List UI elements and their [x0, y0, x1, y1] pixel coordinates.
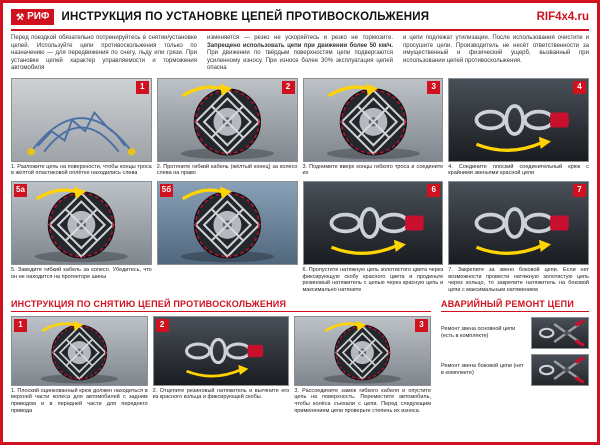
intro-col-2-pre: изменяется — резко не ускоряйтесь и резк… — [207, 35, 393, 41]
intro-speed-warning: Запрещено использовать цепи при движении… — [207, 42, 393, 49]
chain-links-closeup-illustration — [154, 317, 289, 385]
rif-logo: ⚒ РИФ — [11, 9, 55, 25]
removal-photo-2: 2 — [152, 315, 290, 386]
step-photo-4: 4 — [448, 77, 589, 162]
step-badge-2: 2 — [281, 80, 295, 94]
pliers-icon — [532, 355, 588, 385]
page-title: ИНСТРУКЦИЯ ПО УСТАНОВКЕ ЦЕПЕЙ ПРОТИВОСКО… — [61, 11, 430, 23]
step-caption-1: 1. Разложите цепь на поверхности, чтобы … — [11, 163, 152, 177]
removal-badge-1: 1 — [14, 318, 27, 332]
tire-chain-illustration — [12, 182, 151, 264]
tire-chain-illustration — [304, 79, 443, 161]
step-badge-5a: 5а — [14, 183, 27, 197]
removal-step-2: 2 2. Отцепите резиновый натяжитель и выт… — [152, 315, 290, 415]
chain-links-closeup-illustration — [449, 79, 588, 161]
step-photo-3: 3 — [302, 77, 444, 162]
removal-section-title: ИНСТРУКЦИЯ ПО СНЯТИЮ ЦЕПЕЙ ПРОТИВОСКОЛЬЖ… — [11, 299, 431, 312]
repair-item-2: Ремонт звена боковой цепи (нет в комплек… — [441, 353, 589, 386]
step-photo-6: 6 — [302, 180, 444, 265]
step-caption-2: 2. Протяните гибкий кабель (жёлтый конец… — [156, 163, 298, 177]
removal-caption-1: 1. Плоский оцинкованный крюк должен нахо… — [11, 387, 148, 414]
bottom-sections: ИНСТРУКЦИЯ ПО СНЯТИЮ ЦЕПЕЙ ПРОТИВОСКОЛЬЖ… — [11, 299, 589, 436]
step-caption-7: 7. Закрепите за звено боковой цепи. Если… — [448, 266, 589, 294]
tire-chain-illustration — [295, 317, 430, 385]
repair-item-1: Ремонт звена основной цепи (есть в компл… — [441, 316, 589, 349]
step-caption-3: 3. Поднимите вверх концы гибкого троса и… — [302, 163, 444, 177]
removal-section: ИНСТРУКЦИЯ ПО СНЯТИЮ ЦЕПЕЙ ПРОТИВОСКОЛЬЖ… — [11, 299, 431, 436]
install-steps-row-2: 5а 5. Заведите гибкий кабель за колесо. … — [11, 180, 589, 294]
chain-links-closeup-illustration — [304, 182, 443, 264]
removal-badge-3: 3 — [415, 318, 428, 332]
tire-chain-illustration — [12, 317, 147, 385]
install-step-5a: 5а 5. Заведите гибкий кабель за колесо. … — [11, 180, 152, 294]
step-photo-7: 7 — [448, 180, 589, 265]
rif-logo-text: РИФ — [27, 11, 50, 22]
install-step-6: 6 6. Пропустите натяжную цепь золотистог… — [302, 180, 444, 294]
step-badge-6: 6 — [427, 183, 441, 197]
repair-caption-1: Ремонт звена основной цепи (есть в компл… — [441, 326, 516, 339]
install-step-2: 2 2. Протяните гибкий кабель (жёлтый кон… — [156, 77, 298, 177]
install-step-7: 7 7. Закрепите за звено боковой цепи. Ес… — [448, 180, 589, 294]
site-url: RIF4x4.ru — [536, 11, 589, 23]
repair-section-title: АВАРИЙНЫЙ РЕМОНТ ЦЕПИ — [441, 299, 589, 312]
pliers-icon — [532, 318, 588, 348]
removal-step-3: 3 3. Рассоедините замок гибкого кабеля и… — [294, 315, 431, 415]
chain-links-closeup-illustration — [449, 182, 588, 264]
step-badge-7: 7 — [573, 183, 586, 197]
repair-section: АВАРИЙНЫЙ РЕМОНТ ЦЕПИ Ремонт звена основ… — [441, 299, 589, 436]
tire-chain-illustration — [158, 79, 297, 161]
intro-col-3: и цепи подлежат утилизации. После исполь… — [403, 35, 589, 64]
install-step-1: 1 1. Разложите цепь на поверхности, чтоб… — [11, 77, 152, 177]
step-badge-3: 3 — [427, 80, 441, 94]
removal-step-1: 1 1. Плоский оцинкованный крюк должен на… — [11, 315, 148, 415]
removal-badge-2: 2 — [155, 318, 169, 332]
step-badge-4: 4 — [573, 80, 586, 94]
step-caption-5: 5. Заведите гибкий кабель за колесо. Убе… — [11, 266, 152, 280]
removal-photo-1: 1 — [11, 315, 148, 386]
tire-chain-illustration — [158, 182, 297, 264]
step-photo-1: 1 — [11, 77, 152, 162]
removal-caption-3: 3. Рассоедините замок гибкого кабеля и о… — [294, 387, 431, 414]
repair-caption-2: Ремонт звена боковой цепи (нет в комплек… — [441, 363, 524, 376]
step-photo-5a: 5а — [11, 180, 152, 265]
step-photo-2: 2 — [156, 77, 298, 162]
intro-col-1: Перед поездкой обязательно потренируйтес… — [11, 35, 197, 71]
intro-col-2: изменяется — резко не ускоряйтесь и резк… — [207, 35, 393, 73]
repair-photo-2 — [531, 353, 589, 386]
removal-caption-2: 2. Отцепите резиновый натяжитель и вытян… — [152, 387, 290, 401]
intro-col-2-post: При движении по твёрдым поверхностям цеп… — [207, 50, 393, 71]
hammer-icon: ⚒ — [16, 11, 25, 22]
removal-photo-3: 3 — [294, 315, 431, 386]
install-step-3: 3 3. Поднимите вверх концы гибкого троса… — [302, 77, 444, 177]
step-caption-4: 4. Соедините плоский соединительный крюк… — [448, 163, 589, 177]
step-caption-6: 6. Пропустите натяжную цепь золотистого … — [302, 266, 444, 294]
install-step-5b: 5б — [156, 180, 298, 294]
intro-text: Перед поездкой обязательно потренируйтес… — [11, 31, 589, 76]
step-badge-5b: 5б — [159, 183, 174, 197]
install-steps-row-1: 1 1. Разложите цепь на поверхности, чтоб… — [11, 77, 589, 177]
step-photo-5b: 5б — [156, 180, 298, 265]
repair-photo-1 — [531, 316, 589, 349]
removal-steps: 1 1. Плоский оцинкованный крюк должен на… — [11, 315, 431, 415]
install-step-4: 4 4. Соедините плоский соединительный кр… — [448, 77, 589, 177]
chain-laid-flat-illustration — [12, 79, 151, 161]
step-badge-1: 1 — [135, 80, 149, 94]
header: ⚒ РИФ ИНСТРУКЦИЯ ПО УСТАНОВКЕ ЦЕПЕЙ ПРОТ… — [11, 8, 589, 31]
